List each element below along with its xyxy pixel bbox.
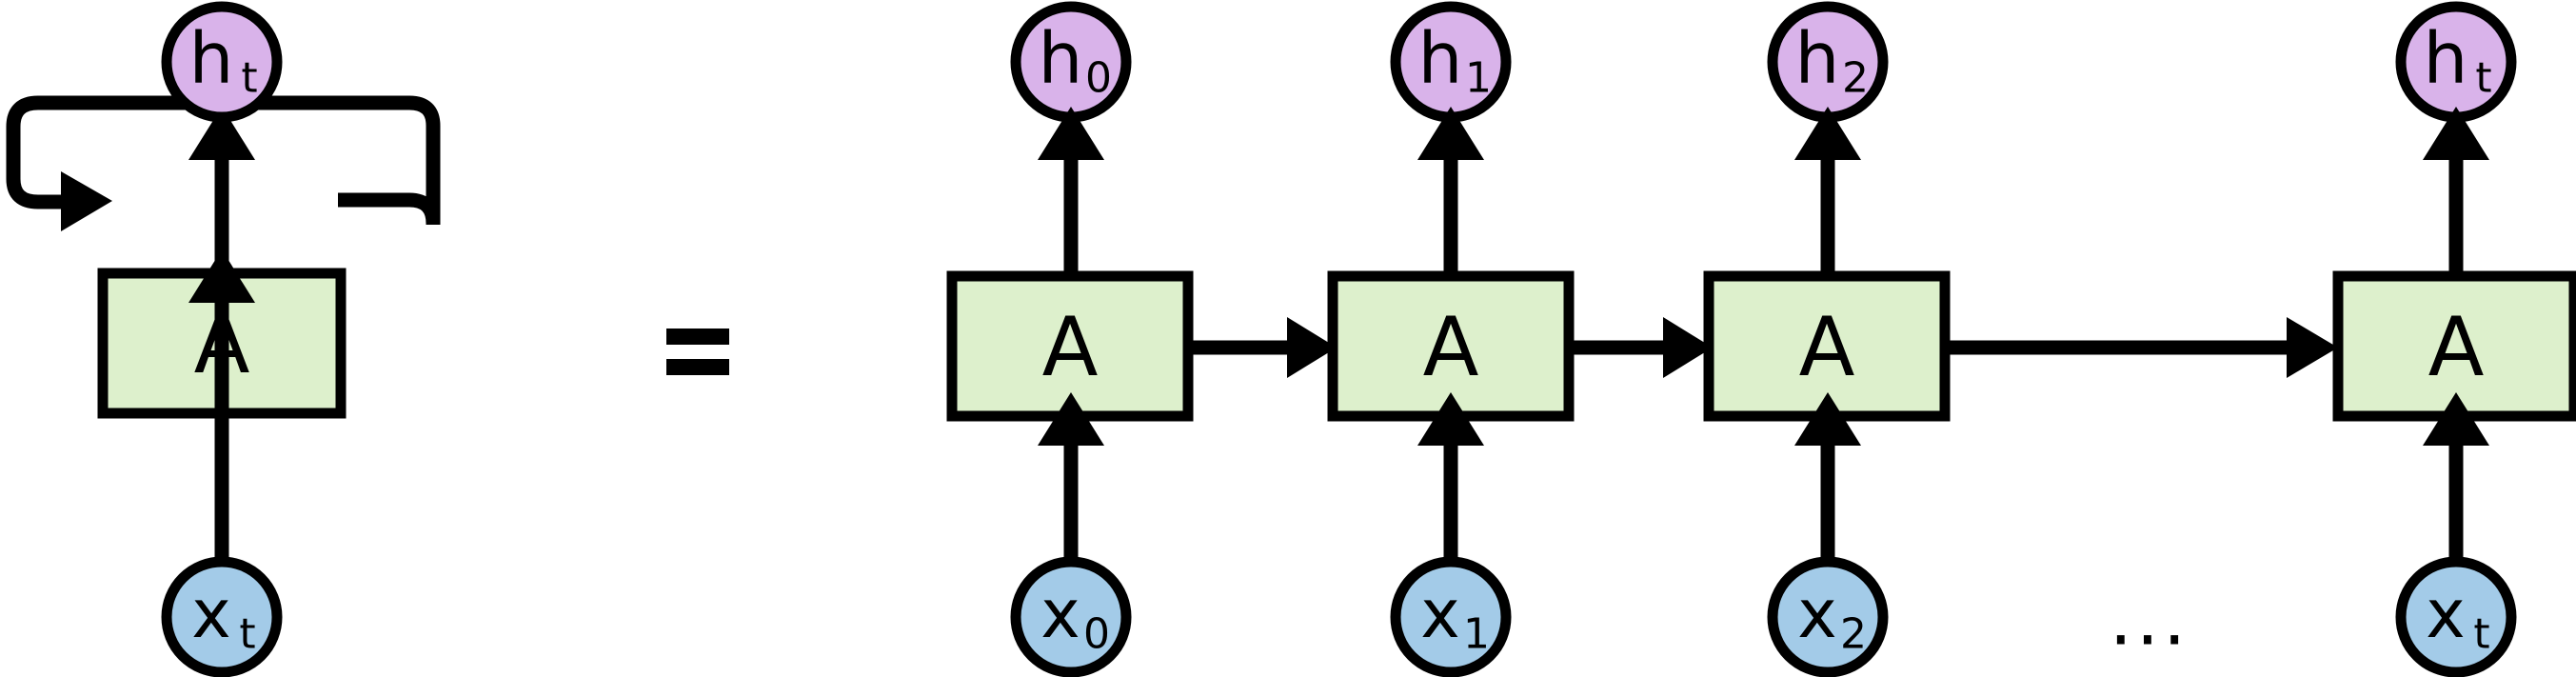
input-label-0: x bbox=[1040, 575, 1080, 653]
hidden-sublabel-t: t bbox=[2475, 54, 2491, 103]
state-connector-1-2 bbox=[1569, 317, 1713, 378]
input-arrowhead-2 bbox=[1794, 392, 1861, 446]
recurrent-loop-arrowhead bbox=[61, 171, 112, 231]
unrolled-step-1: h 1 A x 1 bbox=[1327, 1, 1575, 677]
hidden-label-1: h bbox=[1418, 18, 1463, 100]
hidden-arrowhead-t bbox=[2423, 107, 2489, 160]
unrolled-step-t: h t A x t bbox=[2332, 1, 2576, 677]
input-node-2[interactable] bbox=[1767, 556, 1889, 677]
folded-input-node[interactable] bbox=[161, 556, 283, 677]
input-label-2: x bbox=[1797, 575, 1836, 653]
folded-hidden-arrowhead bbox=[188, 107, 255, 160]
state-connector-2-t bbox=[1945, 317, 2338, 378]
cell-label-1: A bbox=[1423, 300, 1479, 395]
equals-bar-top bbox=[666, 329, 729, 345]
cell-label-t: A bbox=[2428, 300, 2485, 395]
hidden-arrowhead-0 bbox=[1038, 107, 1104, 160]
cell-label-0: A bbox=[1042, 300, 1099, 395]
input-sublabel-t: t bbox=[2473, 610, 2489, 659]
state-connector-arrowhead-1-2 bbox=[1663, 317, 1713, 378]
folded-hidden-sublabel: t bbox=[241, 54, 257, 103]
input-arrowhead-0 bbox=[1038, 392, 1104, 446]
unrolled-step-0: h 0 A x 0 bbox=[946, 1, 1194, 677]
input-sublabel-0: 0 bbox=[1083, 610, 1110, 659]
folded-input-arrowhead bbox=[188, 249, 255, 303]
state-connector-arrowhead-0-1 bbox=[1287, 317, 1337, 378]
folded-input-sublabel: t bbox=[239, 610, 255, 659]
sequence-ellipsis: ... bbox=[2110, 577, 2190, 662]
hidden-sublabel-2: 2 bbox=[1842, 54, 1869, 103]
hidden-label-t: h bbox=[2424, 18, 2468, 100]
input-node-t[interactable] bbox=[2395, 556, 2517, 677]
folded-hidden-node[interactable] bbox=[161, 1, 283, 123]
cell-label-2: A bbox=[1799, 300, 1855, 395]
hidden-sublabel-1: 1 bbox=[1465, 54, 1492, 103]
hidden-arrowhead-1 bbox=[1417, 107, 1484, 160]
input-arrowhead-t bbox=[2423, 392, 2489, 446]
input-label-1: x bbox=[1420, 575, 1459, 653]
input-sublabel-2: 2 bbox=[1840, 610, 1867, 659]
input-label-t: x bbox=[2426, 575, 2465, 653]
state-connector-arrowhead-2-t bbox=[2287, 317, 2338, 378]
folded-input-label: x bbox=[191, 575, 230, 653]
input-node-0[interactable] bbox=[1010, 556, 1132, 677]
recurrent-loop-path bbox=[6, 95, 441, 232]
folded-hidden-label: h bbox=[189, 18, 234, 100]
folded-rnn-group: A h t x t bbox=[6, 1, 441, 677]
hidden-label-0: h bbox=[1039, 18, 1083, 100]
input-node-1[interactable] bbox=[1390, 556, 1512, 677]
input-arrowhead-1 bbox=[1417, 392, 1484, 446]
state-connector-0-1 bbox=[1188, 317, 1337, 378]
equals-sign-group: = bbox=[666, 329, 729, 375]
unrolled-step-2: h 2 A x 2 bbox=[1703, 1, 1951, 677]
input-sublabel-1: 1 bbox=[1463, 610, 1490, 659]
hidden-label-2: h bbox=[1795, 18, 1840, 100]
hidden-sublabel-0: 0 bbox=[1085, 54, 1112, 103]
equals-bar-bottom bbox=[666, 359, 729, 375]
hidden-arrowhead-2 bbox=[1794, 107, 1861, 160]
